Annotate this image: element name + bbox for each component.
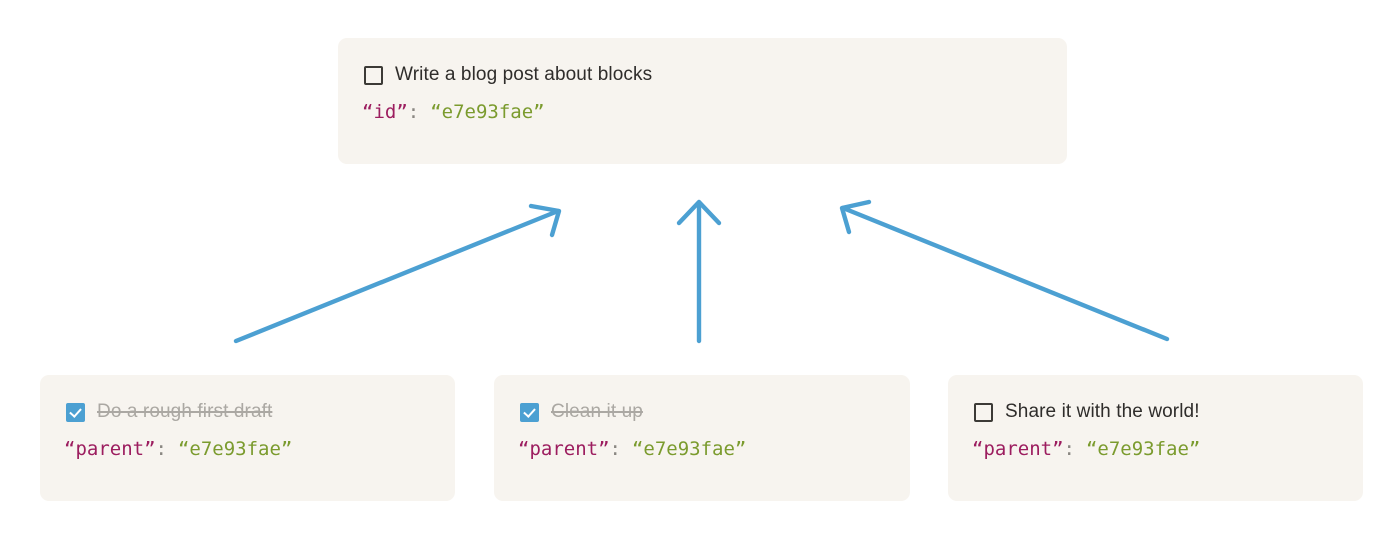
child-code-line: “parent”: “e7e93fae” bbox=[972, 437, 1200, 461]
code-value: “e7e93fae” bbox=[430, 101, 545, 123]
child-code-line: “parent”: “e7e93fae” bbox=[64, 437, 292, 461]
arrow-right-child-to-parent bbox=[839, 199, 1170, 342]
checkbox-icon[interactable] bbox=[974, 402, 993, 422]
code-colon: : bbox=[609, 438, 621, 460]
arrow-middle-child-to-parent bbox=[676, 199, 722, 344]
child-card-3[interactable]: Share it with the world! “parent”: “e7e93… bbox=[948, 375, 1363, 501]
code-colon: : bbox=[1063, 438, 1075, 460]
child-task-row: Do a rough first draft bbox=[66, 401, 272, 423]
child-task-label: Do a rough first draft bbox=[97, 401, 273, 422]
parent-code-line: “id”: “e7e93fae” bbox=[362, 100, 545, 124]
checkbox-checked-icon[interactable] bbox=[66, 402, 85, 422]
parent-task-label: Write a blog post about blocks bbox=[395, 64, 653, 85]
parent-task-row: Write a blog post about blocks bbox=[364, 64, 652, 86]
child-code-line: “parent”: “e7e93fae” bbox=[518, 437, 746, 461]
code-colon: : bbox=[155, 438, 167, 460]
code-value: “e7e93fae” bbox=[631, 438, 747, 460]
checkbox-checked-icon[interactable] bbox=[520, 402, 539, 422]
code-colon: : bbox=[407, 101, 420, 123]
child-task-label: Share it with the world! bbox=[1005, 401, 1200, 422]
code-key: “parent” bbox=[972, 438, 1064, 460]
child-card-2[interactable]: Clean it up “parent”: “e7e93fae” bbox=[494, 375, 910, 501]
code-value: “e7e93fae” bbox=[1085, 438, 1201, 460]
parent-card[interactable]: Write a blog post about blocks “id”: “e7e… bbox=[338, 38, 1067, 164]
arrow-left-child-to-parent bbox=[233, 203, 562, 344]
checkbox-icon[interactable] bbox=[364, 65, 383, 85]
child-card-1[interactable]: Do a rough first draft “parent”: “e7e93fa… bbox=[40, 375, 455, 501]
code-value: “e7e93fae” bbox=[177, 438, 293, 460]
child-task-row: Clean it up bbox=[520, 401, 643, 423]
code-key: “parent” bbox=[64, 438, 156, 460]
child-task-row: Share it with the world! bbox=[974, 401, 1200, 423]
child-task-label: Clean it up bbox=[551, 401, 643, 422]
code-key: “parent” bbox=[518, 438, 610, 460]
code-key: “id” bbox=[362, 101, 408, 123]
